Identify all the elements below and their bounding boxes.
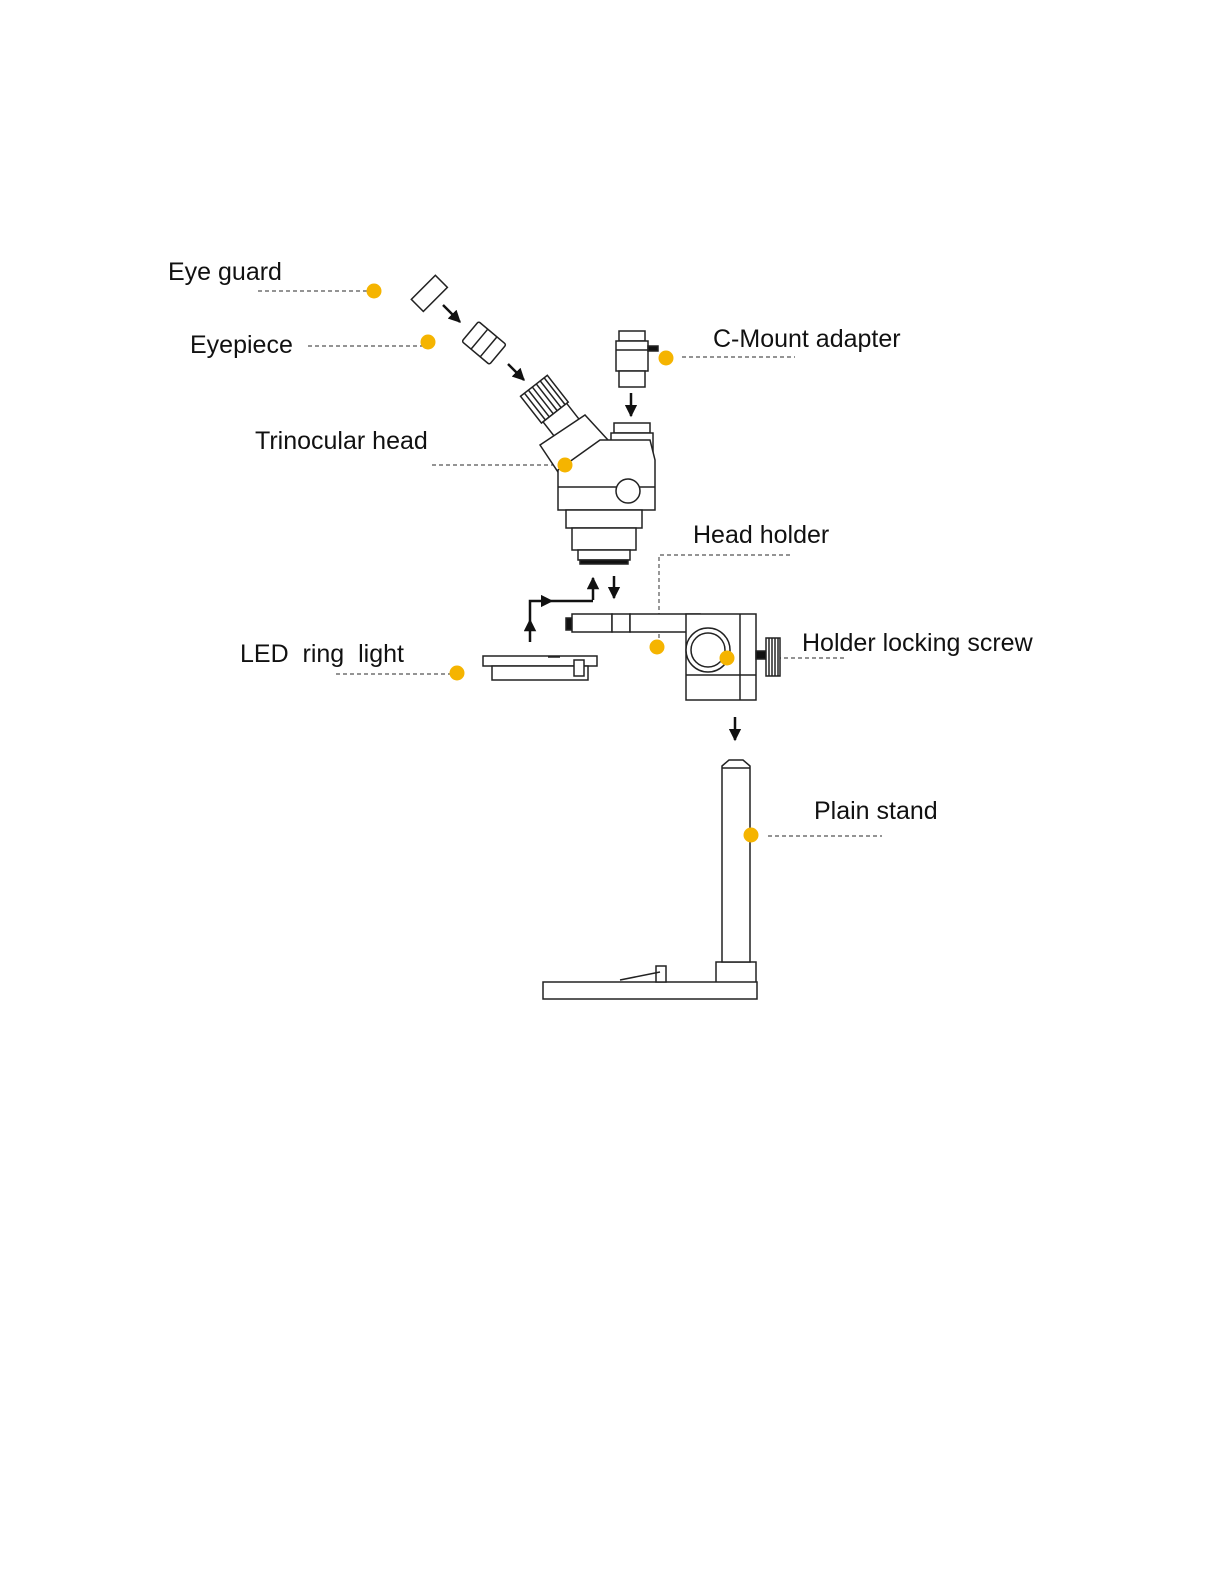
label-trinocular-head: Trinocular head [255,429,428,454]
led-ring-light-part [483,656,597,680]
label-c-mount-adapter: C-Mount adapter [713,327,901,352]
label-led-ring-light: LED ring light [240,642,404,667]
leader-lines [258,291,882,836]
label-plain-stand: Plain stand [814,799,938,824]
label-eye-guard: Eye guard [168,260,282,285]
part-markers [367,284,759,843]
c-mount-adapter-part [616,331,658,387]
eyepiece-marker [421,335,436,350]
eye-guard-marker [367,284,382,299]
label-holder-locking-screw: Holder locking screw [802,631,1033,656]
plain-stand-part [543,760,757,999]
plain-stand-marker [744,828,759,843]
label-eyepiece: Eyepiece [190,333,293,358]
trinocular-head-marker [558,458,573,473]
holder-locking-screw-marker [720,651,735,666]
eyepiece-part [462,321,506,364]
c-mount-adapter-marker [659,351,674,366]
label-head-holder: Head holder [693,523,829,548]
head-holder-part [566,614,780,700]
trinocular-head-part [521,375,655,564]
head-holder-marker [650,640,665,655]
eye-guard-part [411,275,447,311]
led-ring-light-marker [450,666,465,681]
